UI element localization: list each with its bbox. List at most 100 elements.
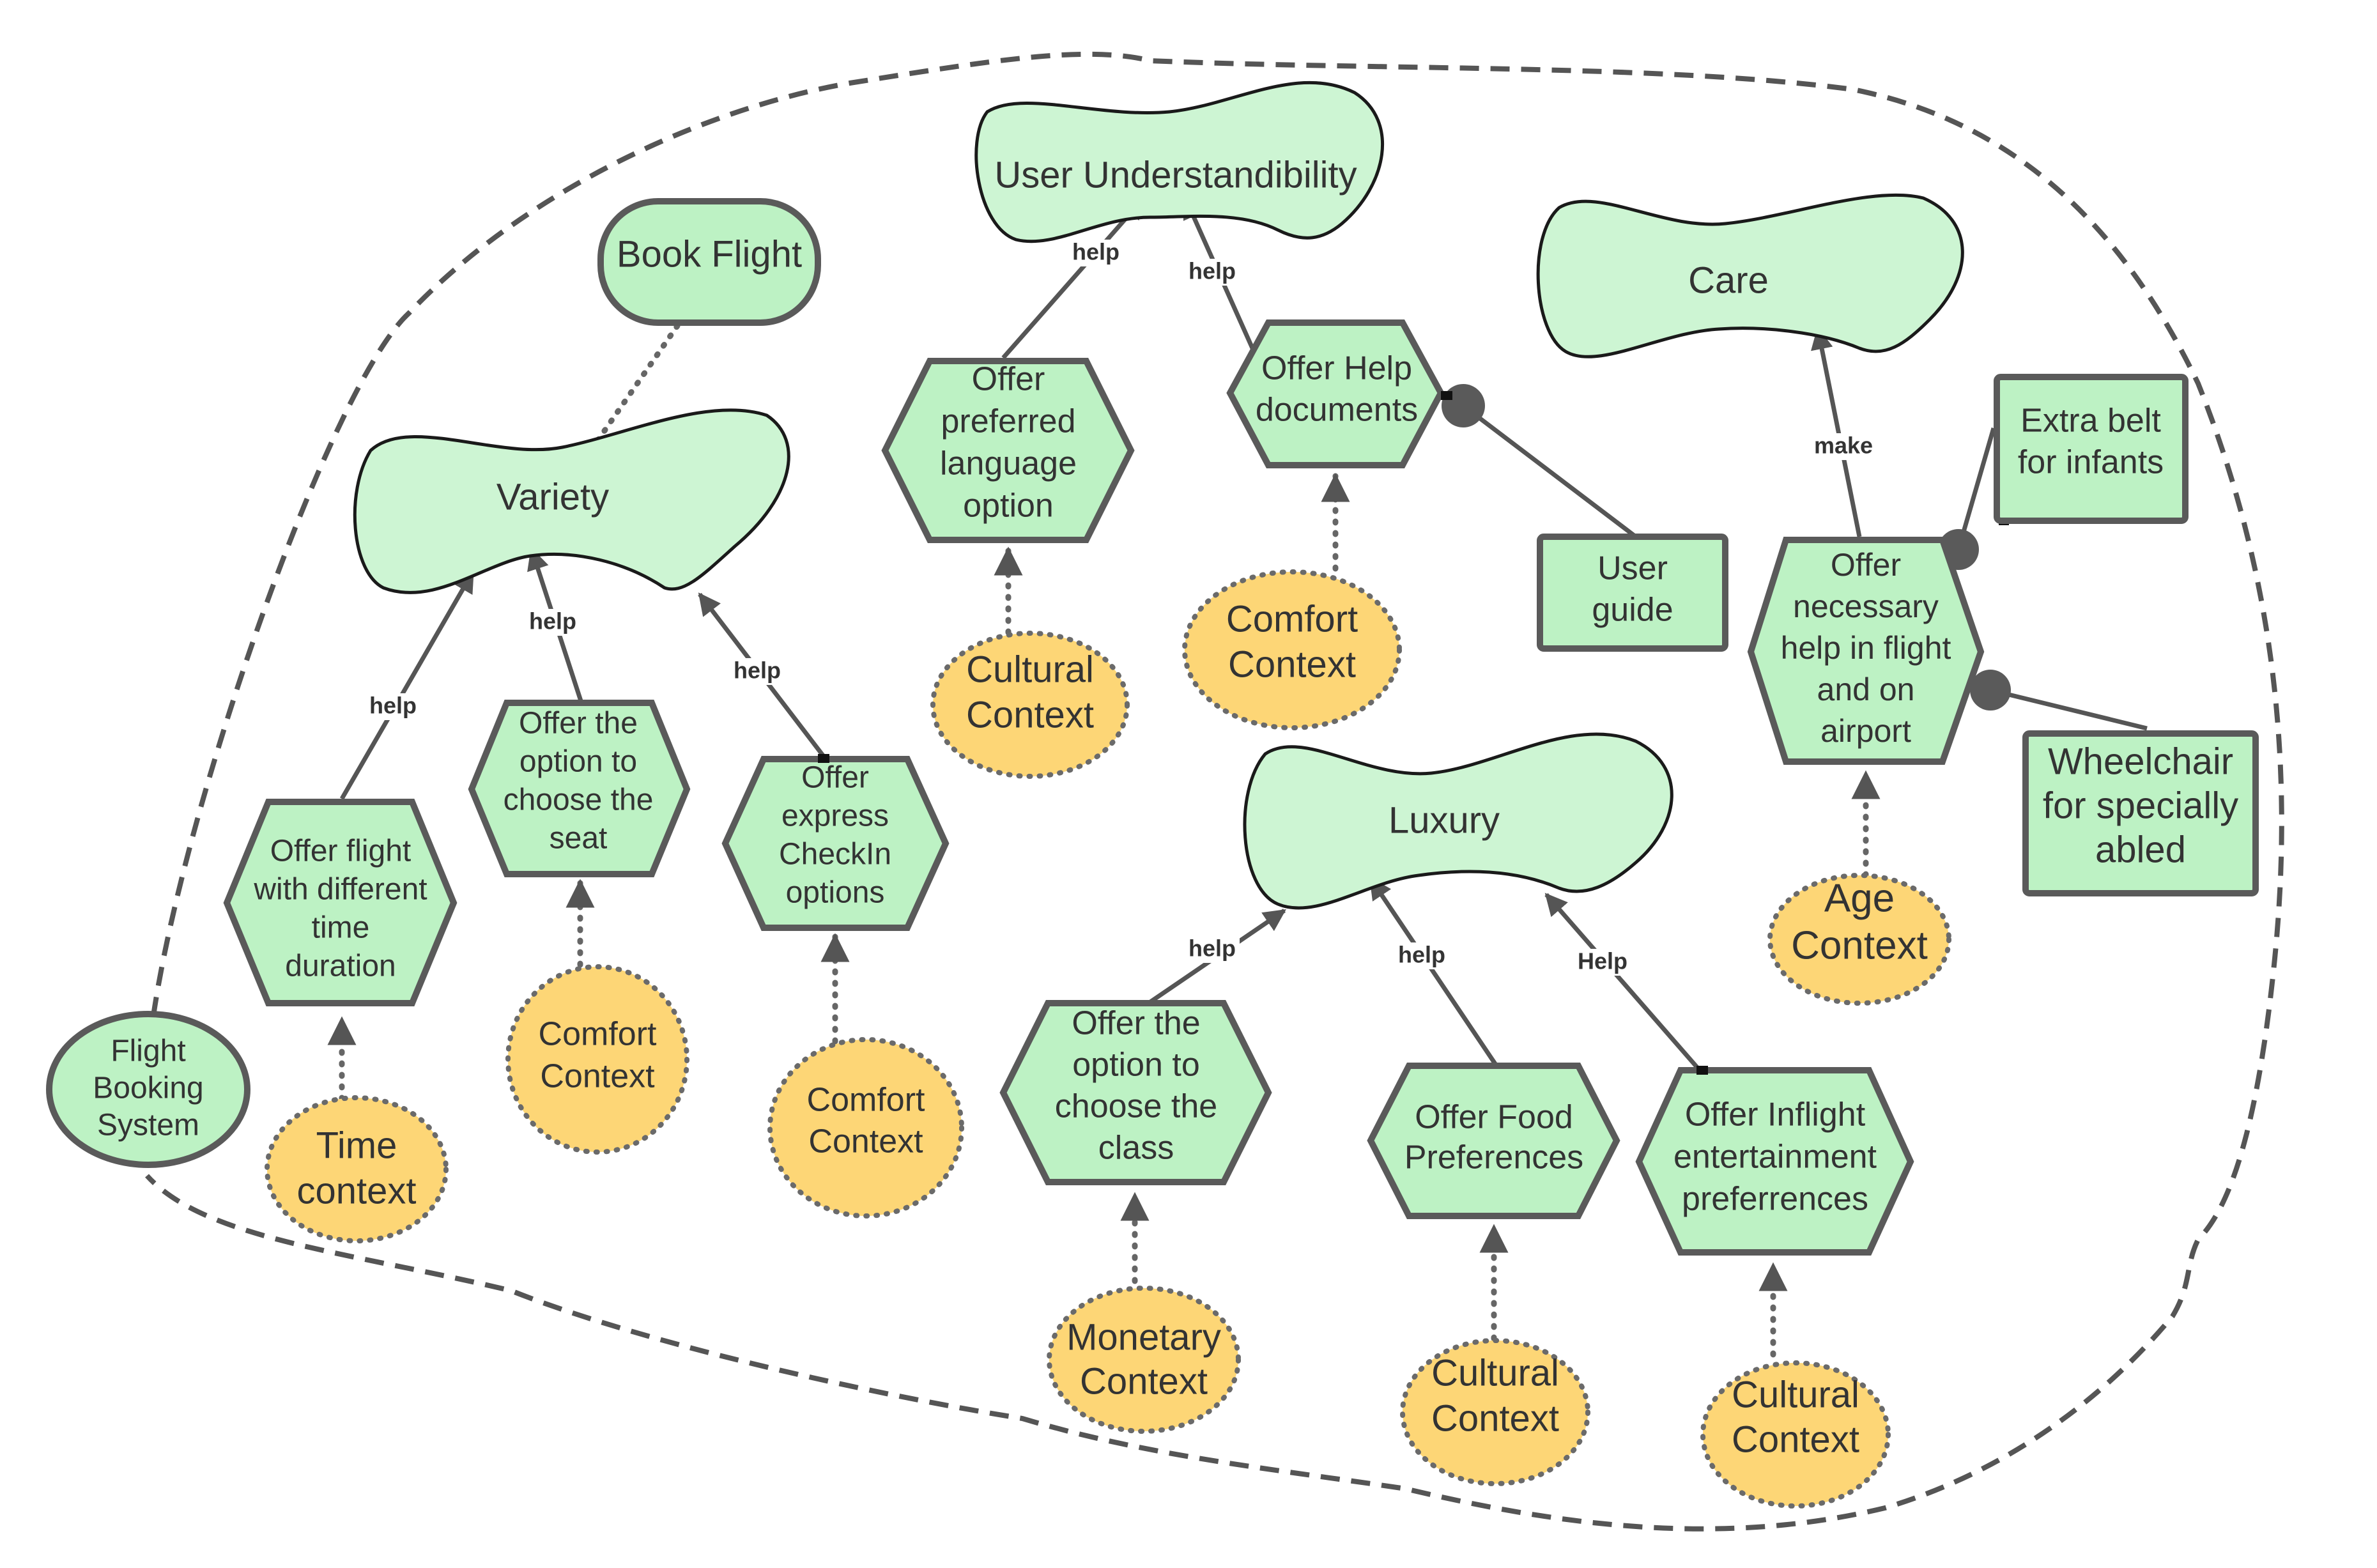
context-label-line: Context	[1791, 923, 1928, 967]
edge-label: help	[1188, 258, 1236, 284]
task-offer-preferred-language[interactable]: Offer preferred language option	[881, 358, 1135, 543]
task-offer-inflight-entertainment[interactable]: Offer Inflight entertainment preferrence…	[1635, 1067, 1914, 1256]
context-label-line: Context	[1732, 1418, 1859, 1460]
context-comfort-seat[interactable]: Comfort Context	[505, 964, 689, 1155]
context-label-line: context	[297, 1170, 417, 1211]
goal-label: Book Flight	[617, 233, 802, 275]
softgoal-label: Care	[1688, 259, 1769, 301]
context-label-line: Monetary	[1066, 1316, 1221, 1358]
link-necessary-help-care[interactable]	[1811, 327, 1862, 537]
softgoal-variety[interactable]: Variety	[353, 408, 790, 594]
task-label-line: options	[786, 876, 885, 910]
goal-book-flight[interactable]: Book Flight	[597, 198, 821, 326]
actor-label-line: Booking	[93, 1072, 203, 1105]
resource-wheelchair[interactable]: Wheelchair for specially abled	[2022, 730, 2259, 896]
context-label-line: Context	[1228, 643, 1356, 685]
book-flight-variety-link	[594, 323, 681, 444]
edge-label: make	[1814, 433, 1873, 459]
actor-label-line: Flight	[111, 1034, 185, 1068]
context-label-line: Cultural	[966, 649, 1094, 690]
task-label-line: duration	[285, 949, 396, 983]
context-label-line: Time	[316, 1125, 397, 1166]
link-necessary-help-wheelchair[interactable]	[1990, 688, 2148, 731]
task-label-line: Offer Help	[1261, 350, 1412, 387]
softgoal-care[interactable]: Care	[1536, 193, 1964, 358]
context-monetary[interactable]: Monetary Context	[1047, 1286, 1241, 1434]
softgoal-label: Variety	[496, 476, 609, 518]
actor-boundary	[145, 51, 2284, 1532]
actor-label-line: System	[97, 1109, 199, 1142]
context-label-line: Cultural	[1732, 1374, 1859, 1415]
knob-wheelchair	[1970, 670, 2011, 711]
task-label-line: Offer	[1831, 547, 1901, 583]
resource-label-line: User	[1597, 550, 1668, 587]
task-label-line: Offer	[801, 761, 869, 795]
resource-label-line: guide	[1592, 592, 1673, 629]
port-marker	[1441, 391, 1452, 400]
edge-label: help	[1188, 935, 1236, 962]
resource-label-line: Extra belt	[2020, 403, 2161, 440]
context-label-line: Context	[1080, 1360, 1208, 1402]
resource-label-line: Wheelchair	[2048, 741, 2233, 782]
softgoal-luxury[interactable]: Luxury	[1243, 732, 1673, 910]
task-label-line: help in flight	[1781, 630, 1951, 666]
resource-user-guide[interactable]: User guide	[1537, 534, 1728, 652]
task-label-line: Offer the	[519, 707, 638, 741]
task-offer-flight-duration[interactable]: Offer flight with different time duratio…	[223, 799, 458, 1006]
edge-label: help	[369, 693, 417, 719]
task-offer-food-preferences[interactable]: Offer Food Preferences	[1367, 1063, 1620, 1219]
task-label-line: Preferences	[1404, 1139, 1583, 1176]
edge-label: help	[529, 608, 576, 634]
context-time[interactable]: Time context	[265, 1095, 449, 1243]
task-label-line: Offer Food	[1415, 1099, 1573, 1136]
context-comfort-checkin[interactable]: Comfort Context	[767, 1037, 964, 1218]
task-label-line: express	[781, 799, 889, 833]
context-age[interactable]: Age Context	[1767, 873, 1951, 1006]
link-helpdocs-userguide[interactable]	[1461, 404, 1638, 539]
task-offer-express-checkin[interactable]: Offer express CheckIn options	[721, 756, 950, 931]
edge-label: help	[734, 657, 781, 684]
task-label-line: necessary	[1793, 588, 1939, 624]
softgoal-user-understandibility[interactable]: User Understandibility	[974, 81, 1384, 243]
context-label-line: Context	[966, 694, 1094, 735]
task-label-line: Offer	[972, 361, 1045, 398]
task-offer-choose-class[interactable]: Offer the option to choose the class	[999, 1000, 1272, 1185]
task-label-line: documents	[1256, 392, 1418, 429]
task-label-line: language	[940, 445, 1077, 482]
context-comfort-help[interactable]: Comfort Context	[1182, 569, 1402, 730]
resource-extra-belt[interactable]: Extra belt for infants	[1994, 374, 2189, 524]
softgoal-label: User Understandibility	[994, 154, 1357, 196]
edge-label: Help	[1578, 948, 1627, 974]
link-necessary-help-extra-belt[interactable]	[1956, 427, 1996, 550]
task-offer-necessary-help[interactable]: Offer necessary help in flight and on ai…	[1747, 537, 1985, 765]
task-label-line: preferred	[941, 403, 1076, 440]
context-label-line: Cultural	[1431, 1352, 1559, 1394]
softgoal-label: Luxury	[1389, 799, 1500, 841]
task-label-line: class	[1098, 1130, 1174, 1167]
link-flight-duration-variety[interactable]	[339, 569, 475, 800]
link-food-luxury[interactable]	[1369, 877, 1497, 1065]
context-label-line: Comfort	[1226, 598, 1358, 640]
context-label-line: Comfort	[539, 1016, 657, 1053]
port-marker	[1696, 1066, 1708, 1075]
context-cultural-language[interactable]: Cultural Context	[930, 631, 1130, 779]
task-offer-help-documents[interactable]: Offer Help documents	[1226, 319, 1445, 468]
context-label-line: Context	[540, 1058, 655, 1095]
task-label-line: preferrences	[1682, 1181, 1868, 1218]
context-label-line: Comfort	[807, 1082, 925, 1119]
task-label-line: seat	[550, 822, 608, 856]
context-cultural-entertainment[interactable]: Cultural Context	[1700, 1360, 1891, 1509]
context-label-line: Age	[1824, 876, 1895, 920]
task-label-line: Offer Inflight	[1685, 1096, 1866, 1134]
link-language-understandibility[interactable]	[1001, 196, 1146, 360]
edge-labels: help help help help help make help help …	[364, 239, 1879, 976]
task-offer-choose-seat[interactable]: Offer the option to choose the seat	[468, 700, 691, 877]
edge-label: help	[1398, 942, 1445, 968]
resource-label-line: for specially	[2043, 785, 2238, 826]
task-label-line: option to	[1072, 1047, 1200, 1084]
link-entertainment-luxury[interactable]	[1544, 893, 1702, 1072]
resource-label-line: for infants	[2018, 444, 2164, 481]
context-cultural-food[interactable]: Cultural Context	[1400, 1338, 1590, 1486]
actor-flight-booking-system[interactable]: Flight Booking System	[46, 1011, 250, 1168]
